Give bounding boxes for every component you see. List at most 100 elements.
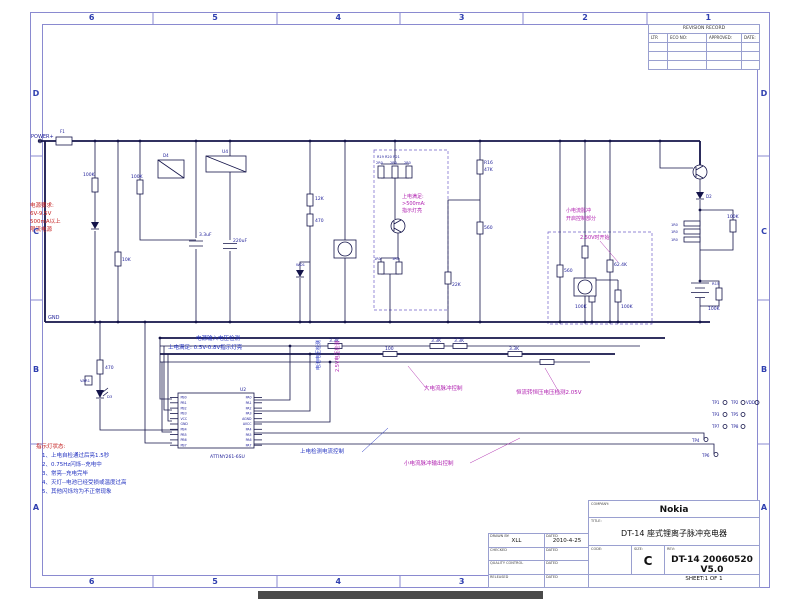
schematic-label: D3 [107, 394, 113, 399]
drawn-by-value: XLL [511, 538, 522, 544]
schematic-label: TP6 [701, 453, 710, 458]
drawn-date: 2010-4-25 [552, 538, 582, 544]
wire-junction-dot [698, 208, 702, 212]
grid-ref: 4 [335, 13, 342, 22]
schematic-label: 500mA以上 [30, 217, 61, 225]
schematic-label: 限流电源 [30, 225, 53, 233]
wire-junction-dot [658, 139, 662, 143]
schematic-label: 3.3K [509, 346, 520, 352]
grid-ref: 2 [582, 13, 588, 22]
schematic-label: TP2 [730, 400, 739, 405]
grid-ref: D [760, 88, 768, 98]
wire-junction-dot [478, 139, 482, 143]
wire-junction-dot [116, 139, 120, 143]
released-label: RELEASED [490, 574, 509, 579]
dated-label: DATED [546, 534, 558, 538]
wire-junction-dot [583, 139, 587, 143]
grid-ref: C [761, 226, 767, 236]
schematic-label: 电池电压检测 [315, 340, 322, 370]
schematic-label: GND [48, 315, 60, 321]
title-block: COMPANY: Nokia TITLE: DT-14 座式锂离子脉冲充电器 C… [588, 500, 760, 588]
schematic-label: 小电流脉冲输出控制 [404, 459, 454, 467]
wire-junction-dot [590, 320, 594, 324]
ic-pin-label: PB7 [181, 443, 187, 447]
wire-junction-dot [93, 320, 97, 324]
grid-ref: 5 [212, 577, 218, 586]
grid-ref: 5 [212, 13, 218, 22]
schematic-label: 小电流脉冲 [566, 207, 591, 214]
grid-ref: 6 [88, 577, 95, 586]
schematic-label: 100 [385, 346, 394, 352]
drawn-by-label: DRAWN BY: [490, 534, 510, 538]
size-value: C [643, 554, 653, 569]
ic-pin-label: PB6 [181, 438, 187, 442]
schematic-label: 1R0 [392, 257, 399, 261]
schematic-label: TP1 [711, 400, 720, 405]
schematic-label: TP3 [711, 412, 720, 417]
wire-junction-dot [194, 320, 198, 324]
schematic-label: R16 [484, 160, 493, 166]
checked-label: CHECKED [490, 547, 507, 552]
wire-junction-dot [583, 320, 587, 324]
schematic-label: 47K [484, 167, 494, 173]
schematic-label: 2.50V时开始 [580, 234, 610, 241]
grid-ref: A [32, 502, 40, 512]
schematic-label: 3.3K [431, 338, 442, 344]
schematic-label: 2.5V电压检测 [334, 341, 341, 372]
dashed-region-boxes [373, 149, 653, 325]
schematic-label: 220uF [233, 238, 247, 244]
wire-junction-dot [138, 139, 142, 143]
schematic-label: VDD [746, 400, 755, 405]
schematic-label: 22K [452, 282, 462, 288]
grid-ref: 1 [705, 13, 712, 22]
schematic-label: 指示灯状态: [36, 442, 66, 450]
approval-block: DRAWN BY: XLL DATED 2010-4-25 CHECKED DA… [488, 533, 590, 588]
schematic-label: 470 [105, 365, 114, 371]
wire-junction-dot [308, 320, 312, 324]
schematic-label: 开启控制部分 [566, 215, 596, 222]
schematic-label: 3.3K [454, 338, 465, 344]
schematic-label: 12K [315, 196, 325, 202]
grid-ref: B [32, 364, 40, 374]
wire-junction-dot [446, 320, 450, 324]
wire-junctions [93, 139, 702, 364]
dated-label: DATED [546, 561, 558, 565]
ic-pin-label: PB1 [181, 401, 187, 405]
drawing-title: DT-14 座式锂离子脉冲充电器 [621, 528, 727, 538]
schematic-label: U2 [240, 387, 246, 393]
ic-u2 [177, 392, 255, 449]
schematic-label: TP8 [730, 424, 739, 429]
ic-pin-label: PB3 [181, 412, 187, 416]
ic-pin-label: GND [181, 422, 189, 426]
schematic-label: 100K [575, 304, 588, 310]
watermark-bar [258, 591, 543, 599]
schematic-label: 1、上电自检通过后亮1.5秒 [42, 451, 110, 459]
wire-junction-dot [228, 320, 232, 324]
dated-label: DATED [546, 574, 558, 579]
schematic-label: TP7 [711, 424, 720, 429]
component-symbols [37, 136, 760, 457]
schematic-label: 100K [708, 306, 721, 312]
schematic-label: 1R0 [671, 223, 678, 227]
wire-junction-dot [608, 139, 612, 143]
schematic-label: 560 [484, 225, 493, 231]
company-label: COMPANY: [591, 502, 609, 506]
schematic-label: U4 [222, 149, 228, 155]
revision-table: REVISION RECORD LTR ECO NO: APPROVED: DA… [648, 24, 760, 70]
sheet-number: SHEET:1 OF 1 [685, 576, 723, 583]
schematic-label: 5、其他闪烁均为不正常现象 [42, 487, 112, 495]
ic-pin-label: PA2 [246, 406, 252, 410]
wire-junction-dot [308, 139, 312, 143]
wire-junction-dot [308, 352, 312, 356]
schematic-label: 10K [122, 257, 132, 263]
schematic-label: POWER+ [31, 134, 54, 140]
grid-ref: C [33, 226, 39, 236]
wire-junction-dot [328, 360, 332, 364]
ic-pin-label: PB0 [181, 396, 187, 400]
ic-pin-label: PB2 [181, 406, 187, 410]
